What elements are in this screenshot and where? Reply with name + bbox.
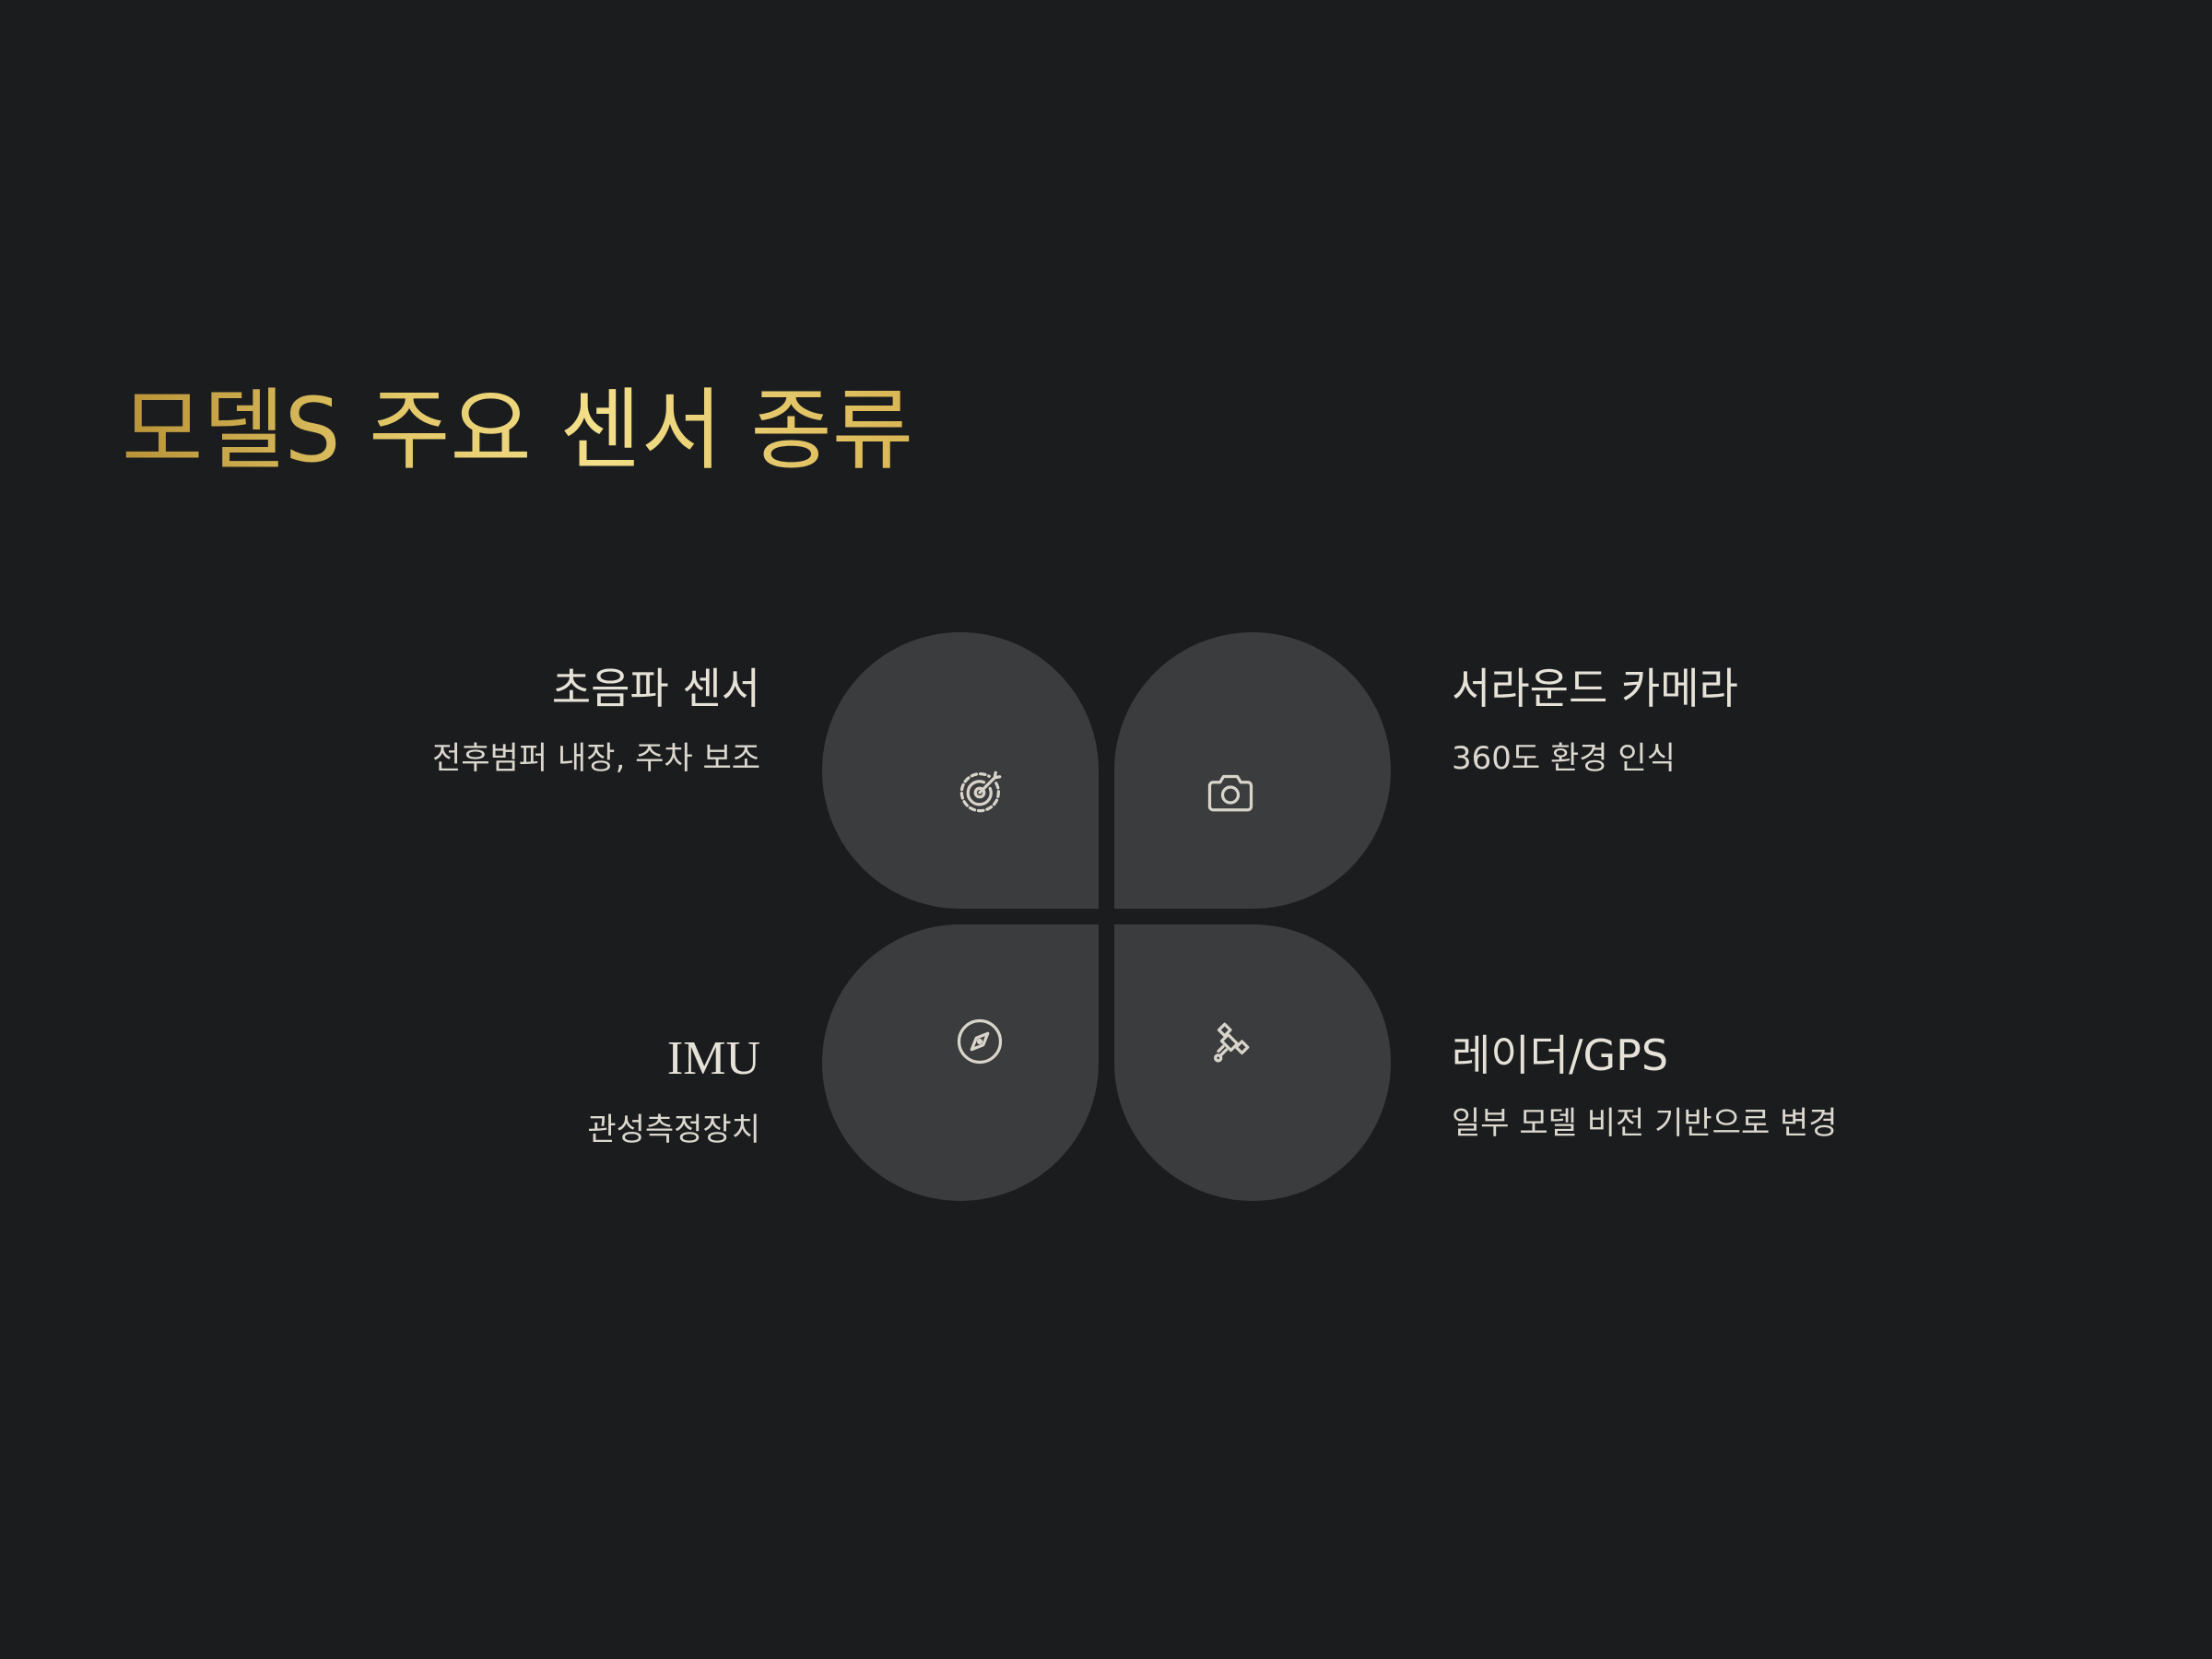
petal-radar-gps: [1114, 924, 1391, 1201]
camera-icon: [1203, 765, 1258, 820]
sensor-ultrasonic: 초음파 센서 전후범퍼 내장, 주차 보조: [432, 664, 760, 778]
sensor-desc: 일부 모델 비전 기반으로 변경: [1452, 1105, 1838, 1143]
sensor-radar-gps: 레이더/GPS 일부 모델 비전 기반으로 변경: [1452, 1030, 1838, 1143]
petal-camera: [1114, 632, 1391, 909]
sensor-desc: 360도 환경 인식: [1452, 740, 1676, 778]
sensor-imu: IMU 관성측정장치: [587, 1030, 760, 1149]
sensor-camera: 서라운드 카메라 360도 환경 인식: [1452, 664, 1738, 778]
sensor-desc: 전후범퍼 내장, 주차 보조: [431, 740, 760, 778]
sensor-desc: 관성측정장치: [587, 1112, 760, 1149]
sensor-name: 초음파 센서: [551, 664, 760, 713]
compass-icon: [952, 1014, 1007, 1069]
sensor-name: 레이더/GPS: [1452, 1030, 1669, 1080]
petal-imu: [822, 924, 1099, 1201]
sensor-name: IMU: [666, 1032, 760, 1085]
sensor-name: 서라운드 카메라: [1452, 664, 1738, 713]
satellite-icon: [1203, 1014, 1258, 1069]
radar-target-icon: [952, 765, 1007, 820]
petal-ultrasonic: [822, 632, 1099, 909]
page-title: 모델S 주요 센서 종류: [122, 379, 914, 482]
